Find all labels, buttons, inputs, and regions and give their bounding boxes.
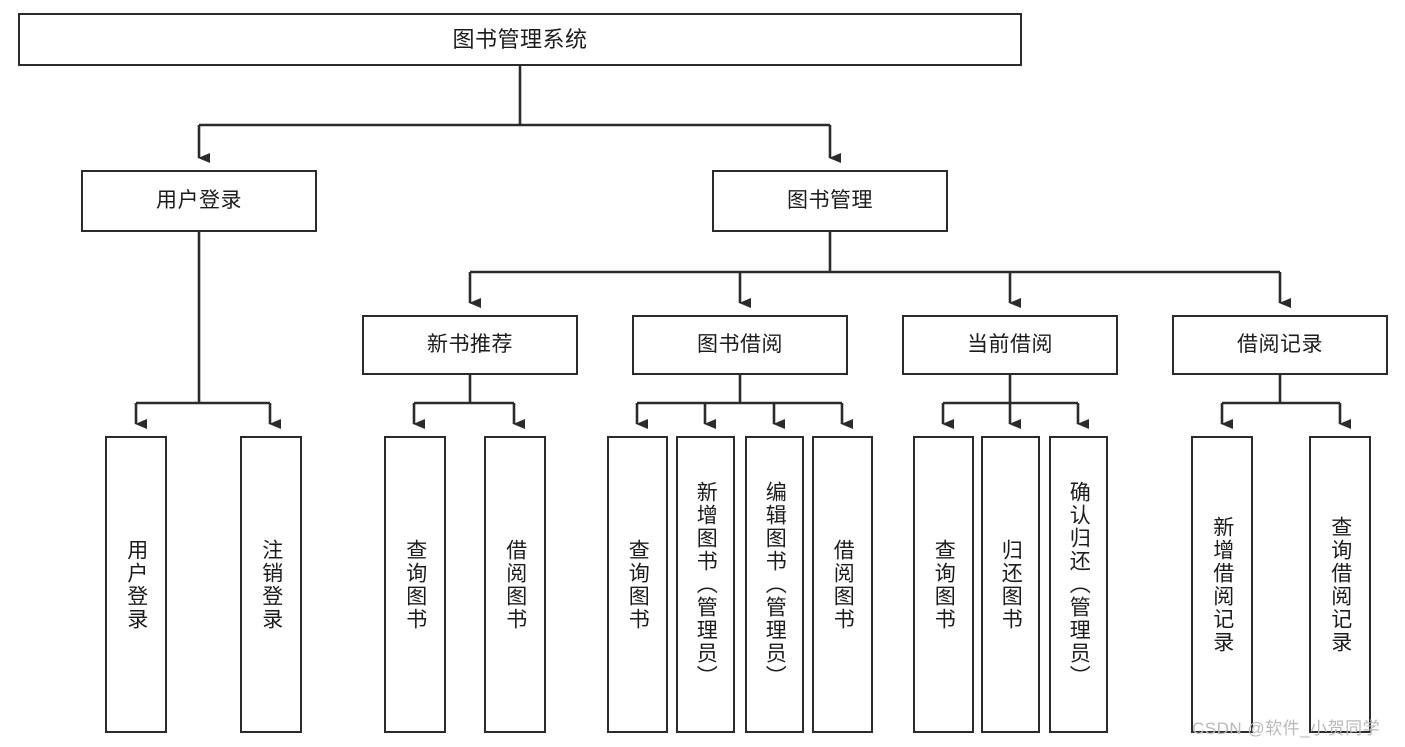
node-leaf-logout[interactable]: 注销登录 <box>240 436 302 733</box>
node-leaf-add-book-label: 新增图书（管理员） <box>694 481 718 688</box>
node-leaf-add-record[interactable]: 新增借阅记录 <box>1191 436 1253 733</box>
csdn-watermark: CSDN @软件_小贺同学 <box>1192 719 1381 738</box>
node-current-borrow-label: 当前借阅 <box>967 332 1053 356</box>
node-leaf-query-book-3[interactable]: 查询图书 <box>913 436 974 733</box>
node-book-management[interactable]: 图书管理 <box>712 170 948 232</box>
node-leaf-query-book-1-label: 查询图书 <box>403 538 427 631</box>
node-leaf-query-book-2-label: 查询图书 <box>626 538 650 631</box>
node-book-borrow[interactable]: 图书借阅 <box>632 315 848 375</box>
node-new-book-recommend-label: 新书推荐 <box>427 332 513 356</box>
node-leaf-borrow-book-2[interactable]: 借阅图书 <box>812 436 873 733</box>
node-user-login-label: 用户登录 <box>156 188 242 212</box>
node-leaf-query-book-2[interactable]: 查询图书 <box>607 436 668 733</box>
node-new-book-recommend[interactable]: 新书推荐 <box>362 315 578 375</box>
node-leaf-add-book[interactable]: 新增图书（管理员） <box>676 436 735 733</box>
node-leaf-user-login[interactable]: 用户登录 <box>105 436 167 733</box>
node-leaf-confirm-return-label: 确认归还（管理员） <box>1067 481 1091 688</box>
node-user-login[interactable]: 用户登录 <box>81 170 317 232</box>
node-leaf-borrow-book-1-label: 借阅图书 <box>503 538 527 631</box>
node-leaf-query-book-1[interactable]: 查询图书 <box>384 436 446 733</box>
node-leaf-query-book-3-label: 查询图书 <box>932 538 956 631</box>
node-borrow-record-label: 借阅记录 <box>1237 332 1323 356</box>
node-current-borrow[interactable]: 当前借阅 <box>902 315 1118 375</box>
node-leaf-query-record-label: 查询借阅记录 <box>1328 515 1352 654</box>
node-leaf-return-book-label: 归还图书 <box>999 538 1023 631</box>
node-leaf-add-record-label: 新增借阅记录 <box>1210 515 1234 654</box>
node-leaf-logout-label: 注销登录 <box>259 538 283 631</box>
node-leaf-edit-book[interactable]: 编辑图书（管理员） <box>745 436 804 733</box>
node-leaf-query-record[interactable]: 查询借阅记录 <box>1309 436 1371 733</box>
node-leaf-edit-book-label: 编辑图书（管理员） <box>763 481 787 688</box>
node-leaf-return-book[interactable]: 归还图书 <box>981 436 1040 733</box>
node-book-borrow-label: 图书借阅 <box>697 332 783 356</box>
node-leaf-user-login-label: 用户登录 <box>124 538 148 631</box>
node-book-management-label: 图书管理 <box>787 188 873 212</box>
node-leaf-borrow-book-1[interactable]: 借阅图书 <box>484 436 546 733</box>
node-root[interactable]: 图书管理系统 <box>18 13 1022 66</box>
node-root-label: 图书管理系统 <box>452 26 588 52</box>
node-borrow-record[interactable]: 借阅记录 <box>1172 315 1388 375</box>
node-leaf-confirm-return[interactable]: 确认归还（管理员） <box>1049 436 1108 733</box>
node-leaf-borrow-book-2-label: 借阅图书 <box>831 538 855 631</box>
